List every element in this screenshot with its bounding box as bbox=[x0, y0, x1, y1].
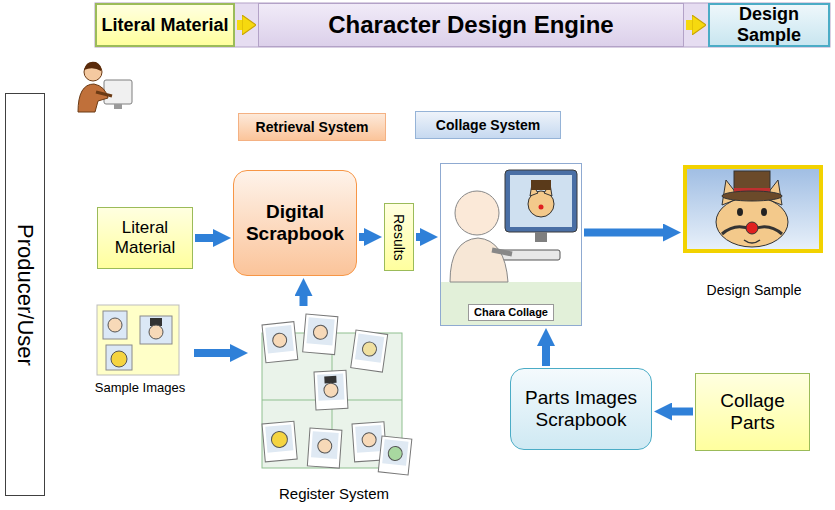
system-label-box: Collage System bbox=[415, 111, 561, 139]
flow-arrow bbox=[542, 346, 550, 366]
register-picture: Register System bbox=[250, 308, 418, 505]
flow-arrow bbox=[194, 349, 230, 357]
node-label: Digital Scrapbook bbox=[234, 201, 356, 245]
register-system-picture bbox=[262, 314, 412, 475]
system-label-box: Retrieval System bbox=[238, 113, 386, 141]
node-label: Design Sample bbox=[707, 282, 802, 298]
node-label: Parts Images Scrapbook bbox=[511, 387, 651, 431]
node-label: Results bbox=[391, 214, 407, 261]
user-icon bbox=[78, 62, 132, 112]
output-picture: Design Sample bbox=[683, 165, 825, 300]
input-box: Collage Parts bbox=[695, 373, 810, 451]
node-label: Register System bbox=[279, 485, 389, 502]
results-box: Results bbox=[384, 203, 414, 271]
actor-band: Producer/User bbox=[5, 93, 45, 496]
flow-arrow bbox=[300, 296, 308, 306]
node-label: Character Design Engine bbox=[328, 11, 613, 39]
input-box: Literal Material bbox=[97, 207, 193, 269]
node-label: Design Sample bbox=[710, 4, 828, 45]
node-label: Chara Collage bbox=[468, 304, 554, 321]
stage-arrow bbox=[237, 20, 242, 30]
tool-panel: Chara Collage bbox=[440, 163, 582, 326]
chara-collage-picture bbox=[441, 164, 581, 325]
flow-arrow bbox=[359, 233, 364, 241]
node-label: Literal Material bbox=[101, 15, 228, 36]
scrapbook-box: Parts Images Scrapbook bbox=[510, 368, 652, 450]
engine-band bbox=[95, 3, 830, 47]
node-label: Sample Images bbox=[95, 381, 185, 396]
flow-arrow bbox=[416, 233, 420, 241]
process-box: Digital Scrapbook bbox=[233, 170, 357, 276]
design-sample-picture bbox=[685, 167, 821, 251]
node-label: Retrieval System bbox=[256, 119, 369, 135]
node-label: Literal Material bbox=[98, 218, 192, 257]
node-label: Collage System bbox=[436, 117, 540, 133]
flow-arrow bbox=[672, 408, 693, 416]
stage-box: Literal Material bbox=[95, 3, 235, 47]
stage-box: Design Sample bbox=[708, 3, 830, 47]
flow-arrow bbox=[195, 234, 213, 242]
input-picture: Sample Images bbox=[88, 303, 192, 398]
engine-band: Character Design Engine bbox=[258, 3, 684, 47]
stage-arrow bbox=[686, 20, 692, 30]
node-label: Collage Parts bbox=[696, 390, 809, 434]
sample-images-picture bbox=[97, 305, 179, 375]
flow-arrow bbox=[584, 229, 663, 237]
node-label: Producer/User bbox=[12, 224, 37, 366]
